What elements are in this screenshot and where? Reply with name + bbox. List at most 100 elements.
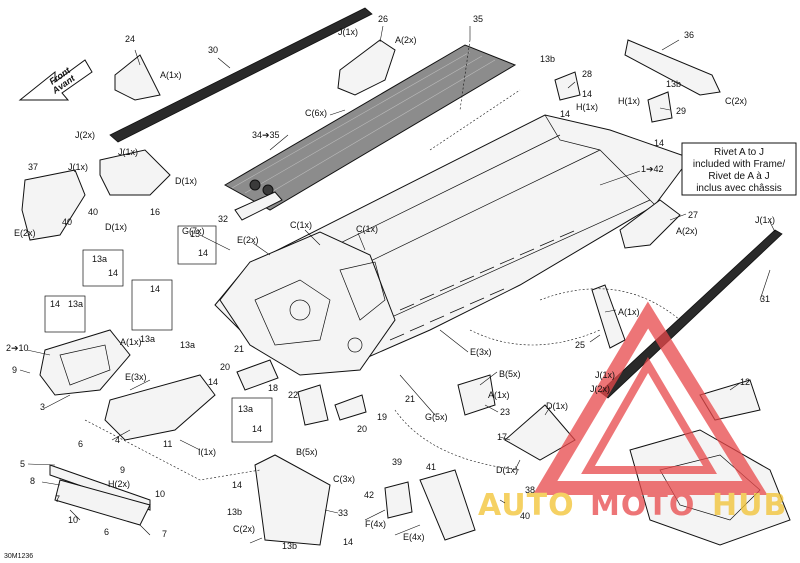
note-line-1: Rivet A to J: [714, 147, 764, 158]
rail-30: [109, 7, 373, 143]
callout: F(4x): [365, 519, 386, 529]
callout: E(2x): [14, 228, 36, 238]
watermark: AUTO MOTO HUB: [478, 301, 787, 523]
callout: J(1x): [338, 27, 358, 37]
callout: J(1x): [595, 370, 615, 380]
main-frame: [214, 114, 691, 376]
callout: 32: [218, 214, 228, 224]
callout: 37: [28, 162, 38, 172]
bracket-26: [337, 39, 396, 96]
callout: G(5x): [425, 412, 448, 422]
panel-42: [384, 481, 413, 519]
callout: 39: [392, 457, 402, 467]
callout: 2➔10: [6, 343, 29, 353]
callout: 13b: [540, 54, 555, 64]
note-line-4: inclus avec châssis: [696, 183, 782, 194]
callout: 14: [343, 537, 353, 547]
callout: H(1x): [618, 96, 640, 106]
panel-41: [419, 469, 476, 541]
bracket-22: [297, 384, 329, 426]
callout: J(1x): [68, 162, 88, 172]
callout: 15: [190, 229, 200, 239]
callout: 1➔42: [641, 164, 664, 174]
callout: 4: [115, 435, 120, 445]
front-arrow-icon: Front Avant: [18, 59, 93, 101]
callout: C(3x): [333, 474, 355, 484]
callout: D(1x): [105, 222, 127, 232]
callout: 31: [760, 294, 770, 304]
callout: 11: [163, 439, 172, 449]
bracket-36: [624, 39, 721, 96]
callout: 40: [88, 207, 98, 217]
callout: 17: [497, 432, 507, 442]
callout: E(2x): [237, 235, 259, 245]
callout: 12: [740, 377, 750, 387]
callout: 8: [30, 476, 35, 486]
callout: 10: [155, 489, 165, 499]
callout: 21: [234, 344, 244, 354]
callout: 40: [62, 217, 72, 227]
callout: J(2x): [75, 130, 95, 140]
callout: 6: [104, 527, 109, 537]
callout: A(1x): [618, 307, 640, 317]
callout: H(2x): [108, 479, 130, 489]
callout: 14: [50, 299, 60, 309]
callout: 30: [208, 45, 218, 55]
reservoir-33: [254, 454, 331, 546]
callout: 20: [220, 362, 230, 372]
callout: 13b: [282, 541, 297, 551]
bracket-37: [21, 169, 86, 241]
callout: B(5x): [499, 369, 521, 379]
callout: 28: [582, 69, 592, 79]
bracket-19: [334, 394, 367, 421]
callout: J(2x): [590, 384, 610, 394]
hardware-box-13a-4: [231, 397, 273, 443]
callout: 38: [525, 485, 535, 495]
callout: C(1x): [356, 224, 378, 234]
callout: 3: [40, 402, 45, 412]
bracket-18: [236, 359, 279, 391]
callout: 14: [198, 248, 208, 258]
hardware-box-13a-1: [82, 249, 124, 287]
watermark-brand-a: AUTO: [478, 488, 575, 523]
callout: 13a: [140, 334, 155, 344]
callout: 13a: [238, 404, 253, 414]
callout: 14: [108, 268, 118, 278]
callout: 25: [575, 340, 585, 350]
callout: 21: [405, 394, 415, 404]
leader-lines: [19, 25, 776, 544]
note-line-3: Rivet de A à J: [708, 171, 769, 182]
callout: G(7x): [182, 226, 205, 236]
callout: 33: [338, 508, 348, 518]
callout: 13a: [180, 340, 195, 350]
callout: 14: [560, 109, 570, 119]
hardware-box-15: [177, 225, 217, 265]
callout: 36: [684, 30, 694, 40]
callout: 6: [78, 439, 83, 449]
callout-labels: 24 30 26 35 J(1x) A(2x) A(1x) 13b 28 14 …: [6, 14, 775, 551]
callout: 7: [55, 494, 60, 504]
callout: 27: [688, 210, 698, 220]
callout: 20: [357, 424, 367, 434]
bracket-24: [114, 54, 161, 101]
callout: J(1x): [755, 215, 775, 225]
callout: C(2x): [233, 524, 255, 534]
callout: 13b: [666, 79, 681, 89]
callout: B(5x): [296, 447, 318, 457]
callout: 7: [162, 529, 167, 539]
callout: 13a: [92, 254, 107, 264]
callout: A(1x): [120, 337, 142, 347]
watermark-brand-c: HUB: [712, 488, 787, 523]
callout: 40: [520, 511, 530, 521]
bracket-29: [647, 91, 673, 123]
callout: 14: [654, 138, 664, 148]
callout: 9: [120, 465, 125, 475]
crossmember-4: [104, 374, 216, 441]
hardware-box-13a-2: [44, 295, 86, 333]
hardware-box-13a-3: [131, 279, 173, 331]
callout: A(1x): [488, 390, 510, 400]
bracket-27: [619, 199, 681, 249]
callout: D(1x): [546, 401, 568, 411]
callout: 18: [268, 383, 278, 393]
